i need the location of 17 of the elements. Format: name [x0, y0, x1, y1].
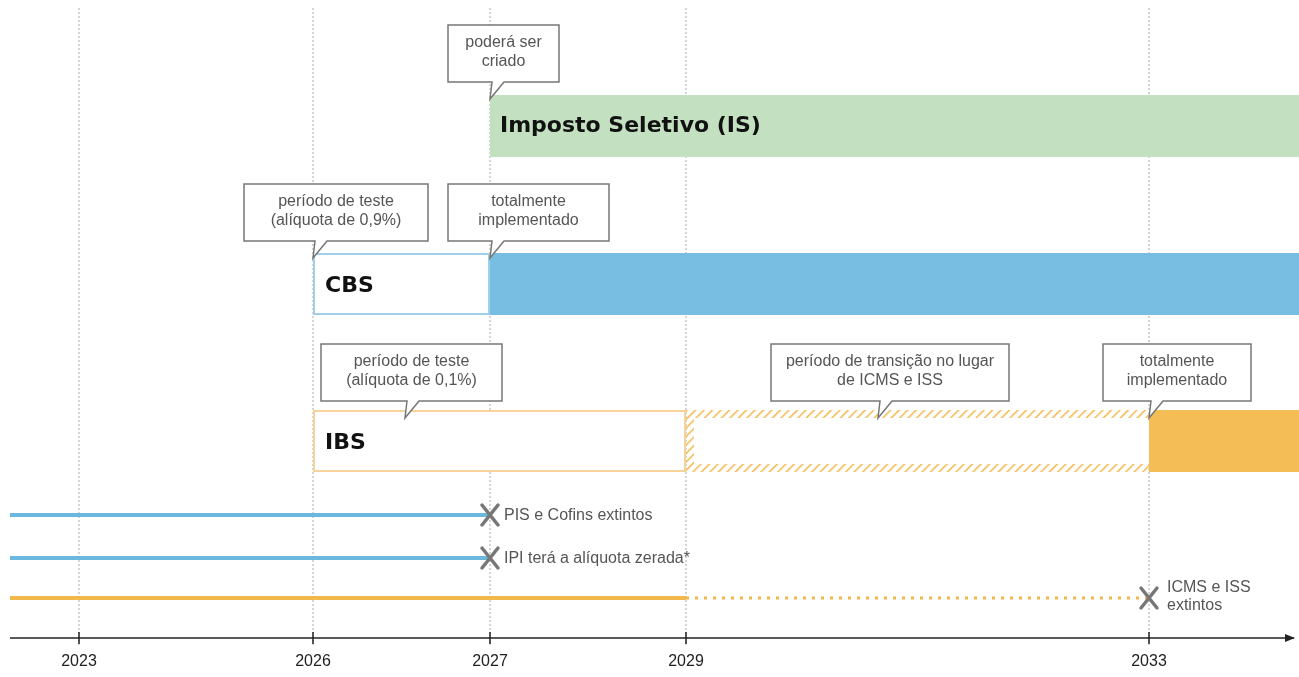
test-period-bar: IBS: [313, 410, 686, 472]
event-label: IPI terá a alíquota zerada*: [504, 549, 690, 567]
year-label: 2033: [1130, 652, 1168, 670]
tax-bar: [1149, 410, 1299, 472]
test-period-bar: CBS: [313, 253, 490, 315]
transition-bar: [686, 410, 1149, 472]
tax-bar: Imposto Seletivo (IS): [490, 95, 1299, 157]
year-label: 2026: [294, 652, 332, 670]
tax-bar: [490, 253, 1299, 315]
event-label: ICMS e ISS extintos: [1167, 578, 1252, 614]
speech-bubble: período de teste (alíquota de 0,9%): [243, 183, 429, 259]
year-label: 2029: [667, 652, 705, 670]
event-label: PIS e Cofins extintos: [504, 506, 653, 524]
year-label: 2023: [60, 652, 98, 670]
year-label: 2027: [471, 652, 509, 670]
speech-bubble: poderá ser criado: [447, 24, 560, 100]
speech-bubble: totalmente implementado: [447, 183, 610, 259]
